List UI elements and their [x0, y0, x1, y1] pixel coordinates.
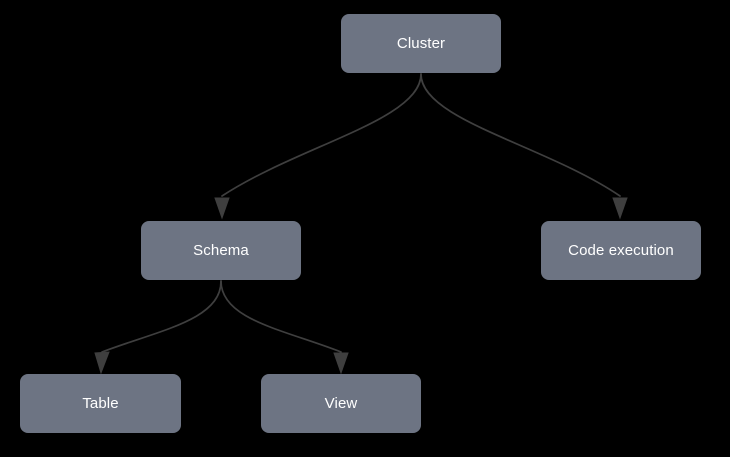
edge-line: [220, 280, 342, 353]
edge-line: [101, 280, 222, 353]
node-code-execution-label: Code execution: [568, 242, 674, 259]
edge-line: [420, 73, 621, 197]
edge-line: [221, 73, 422, 197]
node-schema-label: Schema: [193, 242, 249, 259]
edge-schema-to-table: [94, 280, 222, 375]
arrowhead-icon: [612, 197, 628, 220]
arrowhead-icon: [94, 351, 110, 375]
arrowhead-icon: [333, 352, 349, 375]
edge-cluster-to-schema: [214, 73, 422, 220]
node-cluster[interactable]: Cluster: [341, 14, 501, 73]
node-view-label: View: [324, 395, 358, 412]
arrowhead-icon: [214, 197, 230, 220]
node-table-label: Table: [82, 395, 119, 412]
node-code-execution[interactable]: Code execution: [541, 221, 701, 280]
node-view[interactable]: View: [261, 374, 421, 433]
edge-schema-to-view: [220, 280, 349, 375]
node-schema[interactable]: Schema: [141, 221, 301, 280]
edge-cluster-to-code-execution: [420, 73, 628, 220]
node-table[interactable]: Table: [20, 374, 181, 433]
node-cluster-label: Cluster: [396, 35, 446, 52]
